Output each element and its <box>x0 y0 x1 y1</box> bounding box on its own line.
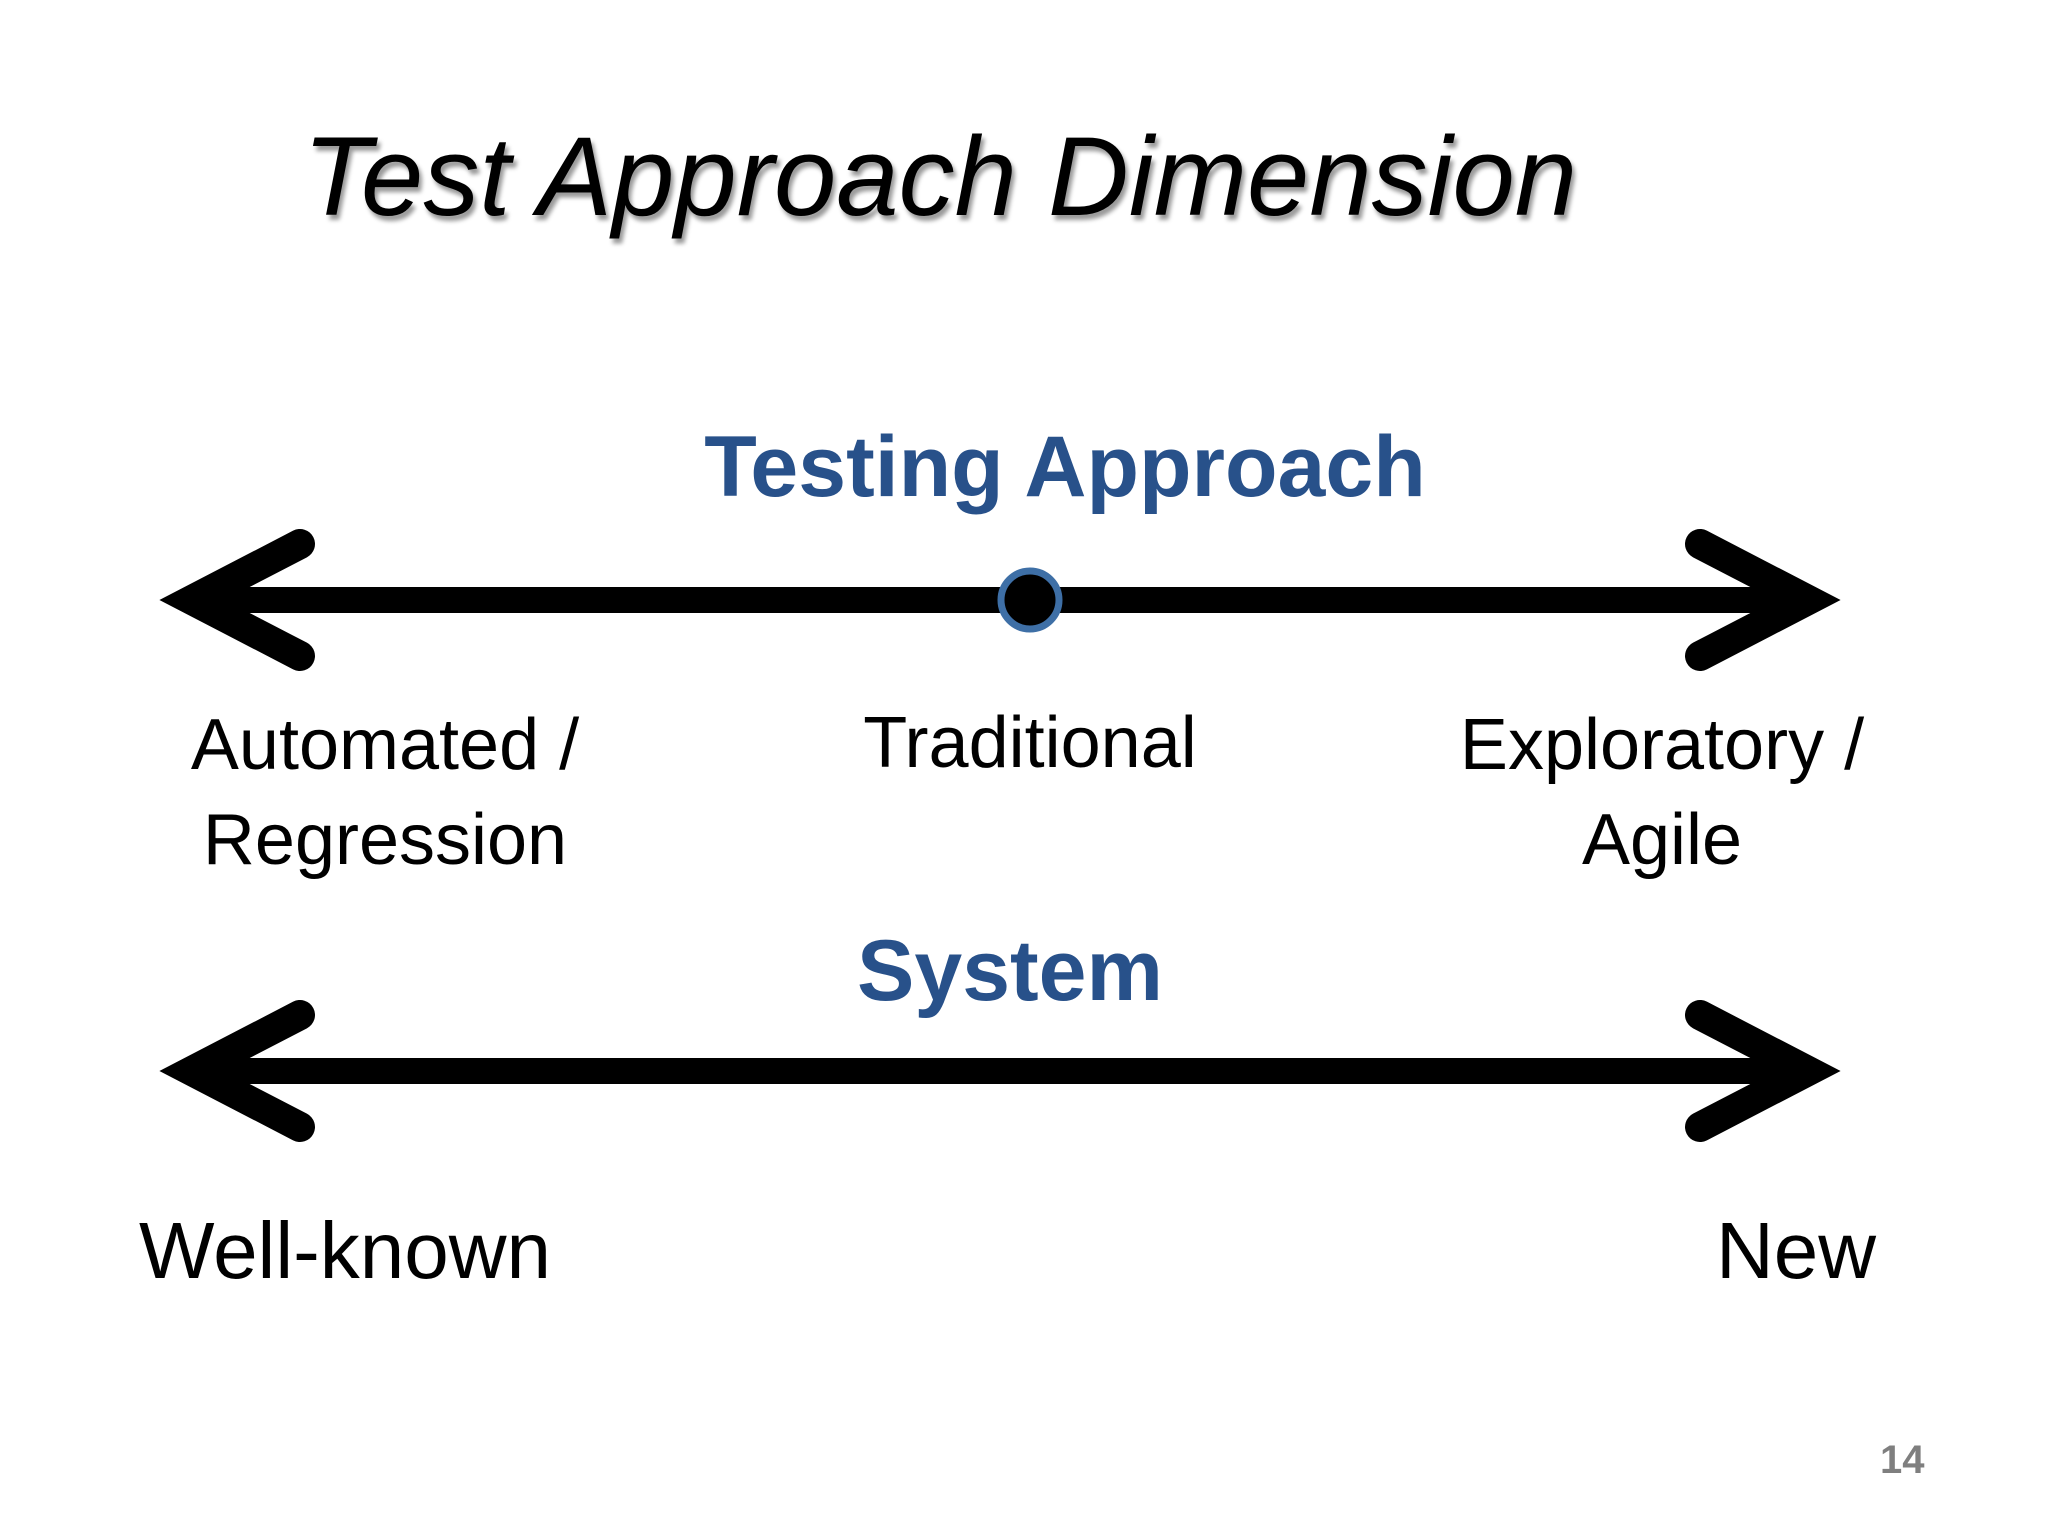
right-arrowhead-icon <box>1685 1000 1841 1142</box>
right-arrowhead-icon <box>1685 529 1841 671</box>
traditional-marker-dot <box>997 567 1063 633</box>
left-arrowhead-icon <box>159 529 315 671</box>
testing-approach-right-label: Exploratory / Agile <box>1460 698 1864 888</box>
testing-approach-right-label-line1: Exploratory / <box>1459 705 1865 785</box>
testing-approach-left-label-line1: Automated / <box>190 705 580 785</box>
system-left-label: Well-known <box>139 1206 551 1295</box>
testing-approach-center-label: Traditional <box>863 703 1197 783</box>
testing-approach-left-label: Automated / Regression <box>191 698 579 888</box>
testing-approach-heading: Testing Approach <box>704 419 1426 515</box>
testing-approach-left-label-line2: Regression <box>202 800 568 881</box>
testing-approach-arrow <box>159 529 1841 671</box>
page-number: 14 <box>1880 1438 1925 1482</box>
slide-title: Test Approach Dimension <box>302 114 1578 239</box>
testing-approach-right-label-line2: Agile <box>1581 800 1743 881</box>
system-right-label: New <box>1715 1206 1877 1295</box>
system-heading: System <box>857 923 1163 1019</box>
left-arrowhead-icon <box>159 1000 315 1142</box>
system-arrow <box>159 1000 1841 1142</box>
